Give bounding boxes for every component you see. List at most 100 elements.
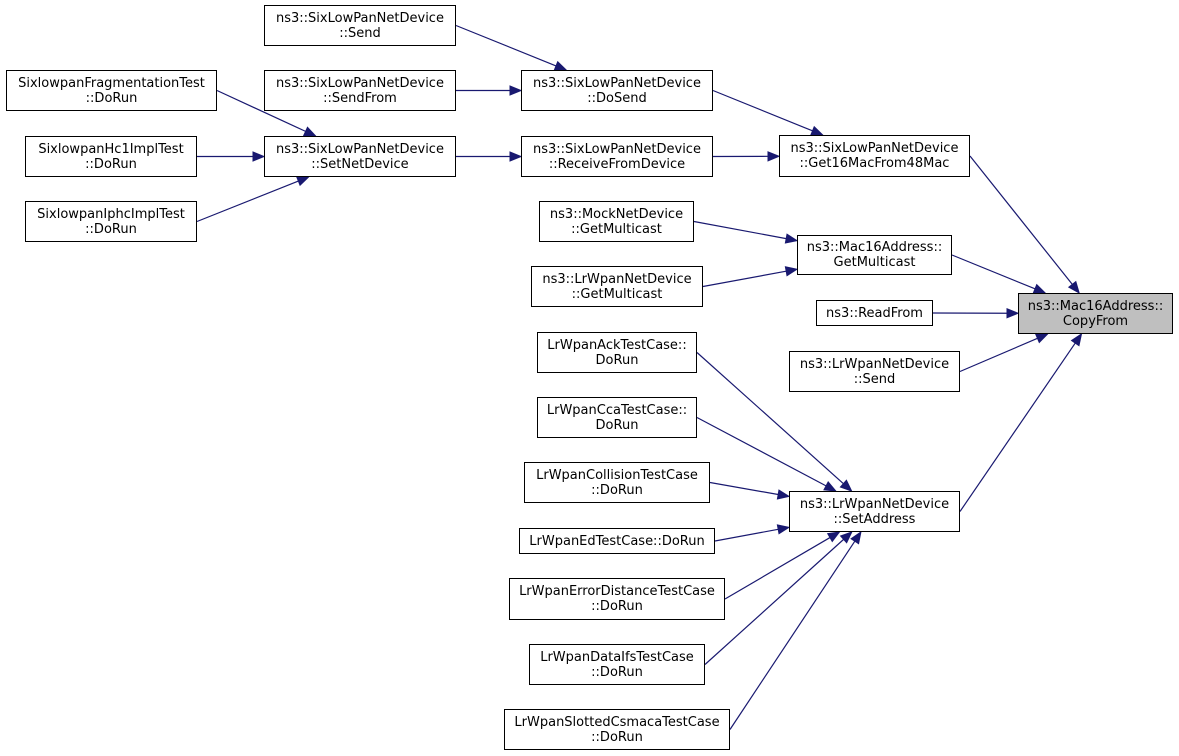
node-line: ::DoRun [591,482,643,498]
call-edge-setaddress-to-copyfrom [959,342,1076,512]
node-line: ::SetAddress [833,511,916,527]
call-edge-dataifstest-to-setaddress [704,538,845,665]
node-lrwpan-setaddress[interactable]: ns3::LrWpanNetDevice ::SetAddress [789,491,960,532]
node-lrwpan-getmulticast[interactable]: ns3::LrWpanNetDevice ::GetMulticast [531,266,703,307]
node-line: LrWpanEdTestCase::DoRun [529,533,705,549]
node-line: ns3::LrWpanNetDevice [542,271,692,287]
call-edge-arrowhead [826,531,841,543]
call-edge-arrowhead [850,530,862,545]
call-edge-mockgetmc-to-getmulticast [693,220,787,240]
call-edge-arrowhead [509,85,523,96]
call-edge-dosend-to-get16mac [712,89,813,132]
node-line: ns3::SixLowPanNetDevice [790,141,959,156]
call-edge-fragtest-to-setnetdevice [216,89,306,132]
call-edge-arrowhead [295,176,310,187]
node-line: ns3::Mac16Address:: [806,240,943,255]
call-edge-arrowhead [553,60,568,71]
node-sixlowpan-sendfrom[interactable]: ns3::SixLowPanNetDevice ::SendFrom [264,70,456,111]
node-line: SixlowpanHc1ImplTest [38,141,184,157]
node-line: SixlowpanFragmentationTest [18,75,205,91]
node-line: ns3::ReadFrom [826,305,923,321]
call-edge-get16mac-to-copyfrom [969,155,1073,285]
call-edge-arrowhead [784,233,799,244]
node-line: ns3::SixLowPanNetDevice [276,141,444,157]
call-edge-lrsend-to-copyfrom [959,337,1038,373]
node-sixlowpan-setnetdevice[interactable]: ns3::SixLowPanNetDevice ::SetNetDevice [264,136,456,177]
node-sixlowpan-receivefromdevice[interactable]: ns3::SixLowPanNetDevice ::ReceiveFromDev… [521,136,713,177]
node-readfrom[interactable]: ns3::ReadFrom [816,300,933,326]
node-mac16address-getmulticast[interactable]: ns3::Mac16Address:: GetMulticast [797,235,952,275]
call-edge-arrowhead [810,125,824,136]
call-edge-errordisttest-to-setaddress [724,537,831,600]
node-sixlowpan-iphcimpl-test[interactable]: SixlowpanIphcImplTest ::DoRun [25,201,197,242]
node-line: DoRun [595,352,639,368]
call-edge-arrowhead [1006,307,1020,319]
node-line: SixlowpanIphcImplTest [37,206,185,222]
node-line: ::SendFrom [323,90,397,106]
node-lrwpan-ack-test[interactable]: LrWpanAckTestCase:: DoRun [537,332,697,373]
node-line: ::Get16MacFrom48Mac [799,156,950,171]
node-lrwpan-error-distance-test[interactable]: LrWpanErrorDistanceTestCase ::DoRun [509,578,725,620]
node-line: ::SetNetDevice [311,156,409,172]
node-sixlowpan-hc1impl-test[interactable]: SixlowpanHc1ImplTest ::DoRun [25,136,197,177]
call-edge-arrowhead [776,524,791,535]
node-line: DoRun [595,417,639,433]
node-line: LrWpanCollisionTestCase [536,467,698,483]
call-edge-edtest-to-setaddress [714,528,779,542]
node-line: ::DoRun [591,599,643,614]
node-line: LrWpanSlottedCsmacaTestCase [514,714,720,730]
node-sixlowpan-dosend[interactable]: ns3::SixLowPanNetDevice ::DoSend [521,70,713,111]
node-lrwpan-dataifs-test[interactable]: LrWpanDataIfsTestCase ::DoRun [529,644,705,685]
node-line: ::DoSend [587,90,647,106]
call-edge-arrowhead [823,480,837,492]
node-lrwpan-cca-test[interactable]: LrWpanCcaTestCase:: DoRun [537,397,697,438]
node-line: LrWpanErrorDistanceTestCase [519,584,715,599]
node-sixlowpan-send[interactable]: ns3::SixLowPanNetDevice ::Send [264,5,456,46]
node-line: ::DoRun [85,90,138,106]
call-edge-arrowhead [776,489,791,500]
call-edge-slottedtest-to-setaddress [729,540,856,730]
call-edge-arrowhead [1034,333,1049,344]
node-line: ns3::Mac16Address:: [1027,298,1164,314]
node-line: LrWpanAckTestCase:: [547,337,687,353]
node-line: ::DoRun [591,729,643,745]
node-line: ns3::LrWpanNetDevice [799,496,950,512]
call-edge-ccatest-to-setaddress [696,416,827,487]
call-edge-getmulticast-to-copyfrom [951,254,1036,290]
node-line: LrWpanDataIfsTestCase [540,649,694,665]
call-edge-arrowhead [509,151,523,162]
node-line: ::ReceiveFromDevice [548,156,686,172]
node-line: GetMulticast [833,255,916,270]
node-lrwpan-collision-test[interactable]: LrWpanCollisionTestCase ::DoRun [524,462,710,503]
node-line: ns3::LrWpanNetDevice [799,356,950,372]
node-line: ::DoRun [85,156,137,172]
node-sixlowpan-get16macfrom48mac[interactable]: ns3::SixLowPanNetDevice ::Get16MacFrom48… [779,135,970,177]
node-lrwpan-slotted-csmaca-test[interactable]: LrWpanSlottedCsmacaTestCase ::DoRun [504,709,730,750]
node-sixlowpan-fragmentation-test[interactable]: SixlowpanFragmentationTest ::DoRun [6,70,217,111]
node-lrwpan-send[interactable]: ns3::LrWpanNetDevice ::Send [789,351,960,392]
call-edge-lrgetmc-to-getmulticast [702,270,787,288]
call-edge-arrowhead [839,531,853,544]
node-line: ::GetMulticast [571,221,662,237]
call-edge-arrowhead [1070,332,1083,347]
node-line: ns3::MockNetDevice [549,206,684,222]
node-line: ns3::SixLowPanNetDevice [276,75,444,91]
node-line: CopyFrom [1062,313,1129,329]
call-edge-arrowhead [1067,280,1080,295]
node-line: ::DoRun [591,664,643,680]
call-edge-arrowhead [252,151,266,162]
call-edge-arrowhead [1032,283,1047,294]
call-edge-collisiontest-to-setaddress [709,481,779,496]
call-edge-sixsend-to-dosend [455,24,557,67]
node-line: LrWpanCcaTestCase:: [546,402,688,418]
node-lrwpan-ed-test[interactable]: LrWpanEdTestCase::DoRun [519,528,715,554]
node-mocknetdevice-getmulticast[interactable]: ns3::MockNetDevice ::GetMulticast [539,201,694,242]
call-edge-arrowhead [767,151,781,162]
node-line: ns3::SixLowPanNetDevice [533,75,701,91]
node-line: ::DoRun [85,221,137,237]
node-line: ::Send [853,371,896,387]
node-line: ns3::SixLowPanNetDevice [276,10,444,26]
call-edge-arrowhead [839,479,853,492]
node-mac16address-copyfrom: ns3::Mac16Address:: CopyFrom [1018,293,1173,334]
